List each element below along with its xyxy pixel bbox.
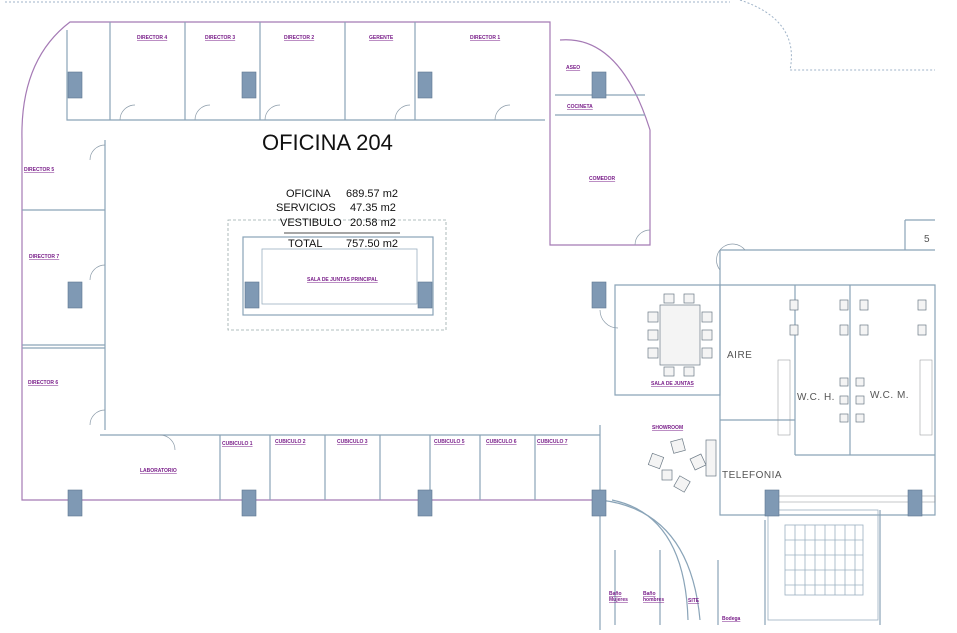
room-bano-mujeres-line2: Mujeres bbox=[609, 597, 628, 603]
room-cubiculo5: CUBICULO 5 bbox=[434, 439, 465, 445]
edge-mark: 5 bbox=[924, 234, 930, 245]
lobby-ceiling-grid bbox=[767, 509, 879, 621]
room-cocineta: COCINETA bbox=[567, 104, 593, 110]
outer-wall-north bbox=[21, 21, 651, 246]
sala-juntas-outline bbox=[227, 219, 447, 331]
room-director1: DIRECTOR 1 bbox=[470, 35, 500, 41]
room-sala-de-juntas: SALA DE JUNTAS bbox=[651, 381, 694, 387]
room-cubiculo3: CUBICULO 3 bbox=[337, 439, 368, 445]
room-bano-hombres-line1: Baño bbox=[643, 591, 656, 597]
plan-title: OFICINA 204 bbox=[262, 130, 393, 155]
columns bbox=[67, 71, 923, 517]
room-cubiculo7: CUBICULO 7 bbox=[537, 439, 568, 445]
room-showroom: SHOWROOM bbox=[652, 425, 683, 431]
area-value-vestibulo: 20.58 m2 bbox=[350, 217, 396, 229]
area-value-total: 757.50 m2 bbox=[346, 238, 398, 250]
room-cubiculo6: CUBICULO 6 bbox=[486, 439, 517, 445]
services-block bbox=[719, 250, 936, 516]
room-comedor: COMEDOR bbox=[589, 176, 616, 182]
area-label-servicios: SERVICIOS bbox=[276, 202, 336, 214]
showroom-furniture bbox=[647, 438, 717, 493]
room-aseo: ASEO bbox=[566, 65, 580, 71]
room-laboratorio: LABORATORIO bbox=[140, 468, 177, 474]
room-wc-h: W.C. H. bbox=[797, 392, 835, 403]
room-director5: DIRECTOR 5 bbox=[24, 167, 54, 173]
area-value-servicios: 47.35 m2 bbox=[350, 202, 396, 214]
room-aire: AIRE bbox=[727, 350, 752, 361]
sala-juntas-principal bbox=[242, 236, 434, 316]
wall-director4 bbox=[66, 30, 100, 121]
area-value-oficina: 689.57 m2 bbox=[346, 188, 398, 200]
room-bano-hombres-line2: hombres bbox=[643, 597, 664, 603]
room-bano-mujeres-line1: Baño bbox=[609, 591, 622, 597]
outer-wall-west bbox=[21, 140, 600, 501]
room-site: SITE bbox=[688, 598, 700, 604]
room-cubiculo1: CUBICULO 1 bbox=[222, 441, 253, 447]
room-director7: DIRECTOR 7 bbox=[29, 254, 59, 260]
door-swings bbox=[89, 104, 746, 451]
meeting-table bbox=[647, 293, 713, 377]
site-boundary bbox=[739, 0, 935, 71]
area-label-oficina: OFICINA bbox=[286, 188, 331, 200]
toilets bbox=[789, 299, 927, 423]
room-wc-m: W.C. M. bbox=[870, 390, 909, 401]
lobby-curve bbox=[599, 499, 701, 621]
area-label-vestibulo: VESTIBULO bbox=[280, 217, 342, 229]
room-bodega: Bodega bbox=[722, 616, 741, 622]
room-telefonia: TELEFONIA bbox=[722, 470, 782, 481]
room-director4: DIRECTOR 4 bbox=[137, 35, 167, 41]
room-director3: DIRECTOR 3 bbox=[205, 35, 235, 41]
room-sala-juntas-principal: SALA DE JUNTAS PRINCIPAL bbox=[307, 277, 378, 283]
area-label-total: TOTAL bbox=[288, 238, 322, 250]
room-director2: DIRECTOR 2 bbox=[284, 35, 314, 41]
room-gerente: GERENTE bbox=[369, 35, 394, 41]
room-cubiculo2: CUBICULO 2 bbox=[275, 439, 306, 445]
room-director6: DIRECTOR 6 bbox=[28, 380, 58, 386]
